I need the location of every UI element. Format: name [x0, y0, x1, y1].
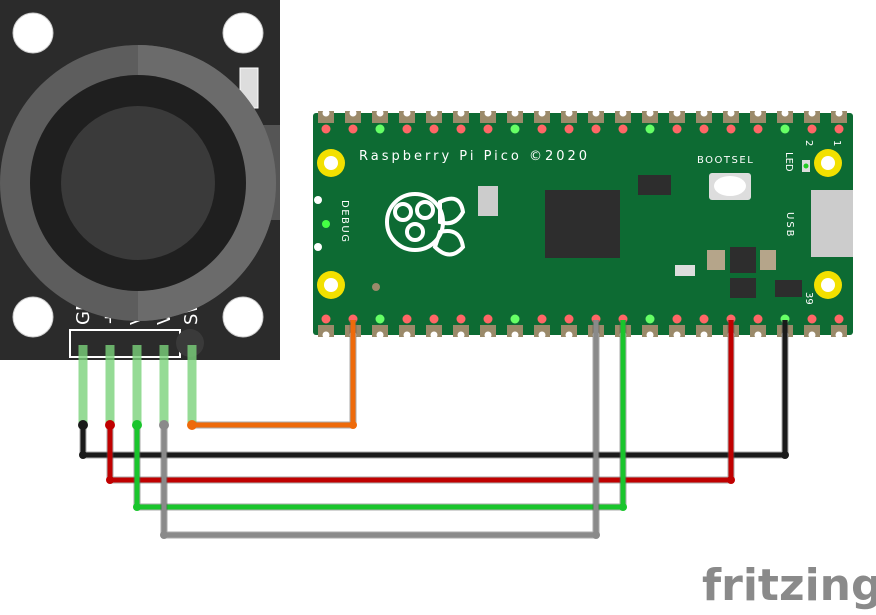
pin-hole[interactable]	[375, 124, 385, 134]
pin-hole[interactable]	[456, 314, 466, 324]
rp2040-chip	[545, 190, 620, 258]
debug-label: DEBUG	[339, 200, 350, 243]
pin-hole[interactable]	[753, 124, 763, 134]
pin-hole[interactable]	[645, 124, 655, 134]
fritzing-logo: fritzing	[702, 560, 876, 611]
pin-hole[interactable]	[510, 124, 520, 134]
pin-hole[interactable]	[564, 124, 574, 134]
vcc-wire[interactable]	[105, 320, 735, 484]
pin-hole[interactable]	[429, 124, 439, 134]
raspberry-pi-pico: Raspberry Pi Pico ©2020 BOOTSEL LED USB …	[313, 109, 853, 339]
pin-hole[interactable]	[672, 314, 682, 324]
pin-hole[interactable]	[807, 314, 817, 324]
vry-wire[interactable]	[159, 320, 600, 539]
pin-hole[interactable]	[321, 314, 331, 324]
pin-1-label: 1	[831, 140, 842, 146]
pin-hole[interactable]	[429, 314, 439, 324]
pin-hole[interactable]	[618, 124, 628, 134]
pin-39-label: 39	[803, 292, 814, 305]
pin-hole[interactable]	[348, 124, 358, 134]
pin-hole[interactable]	[483, 124, 493, 134]
pin-hole[interactable]	[510, 314, 520, 324]
sw-wire[interactable]	[187, 320, 357, 430]
bootsel-label: BOOTSEL	[697, 155, 754, 166]
gnd-wire[interactable]	[78, 320, 789, 459]
pin-hole[interactable]	[564, 314, 574, 324]
pin-hole[interactable]	[834, 124, 844, 134]
pin-hole[interactable]	[591, 124, 601, 134]
pin-hole[interactable]	[456, 124, 466, 134]
pin-hole[interactable]	[672, 124, 682, 134]
pin-hole[interactable]	[483, 314, 493, 324]
pin-hole[interactable]	[834, 314, 844, 324]
pin-hole[interactable]	[402, 124, 412, 134]
vrx-wire[interactable]	[132, 320, 627, 511]
pin-hole[interactable]	[321, 124, 331, 134]
pin-hole[interactable]	[375, 314, 385, 324]
pin-hole[interactable]	[402, 314, 412, 324]
board-title: Raspberry Pi Pico ©2020	[359, 149, 590, 164]
usb-label: USB	[784, 212, 795, 239]
pin-hole[interactable]	[699, 124, 709, 134]
pin-hole[interactable]	[699, 314, 709, 324]
pin-hole[interactable]	[807, 124, 817, 134]
pin-hole[interactable]	[537, 124, 547, 134]
pin-hole[interactable]	[726, 124, 736, 134]
led-label: LED	[783, 152, 794, 172]
usb-port	[811, 190, 853, 257]
raspberry-logo	[385, 192, 466, 257]
pin-hole[interactable]	[645, 314, 655, 324]
pin-hole[interactable]	[537, 314, 547, 324]
pin-2-label: 2	[803, 140, 814, 146]
joystick-module: GND+5VVRxVRySW	[0, 0, 280, 360]
pin-hole[interactable]	[780, 124, 790, 134]
pin-hole[interactable]	[753, 314, 763, 324]
